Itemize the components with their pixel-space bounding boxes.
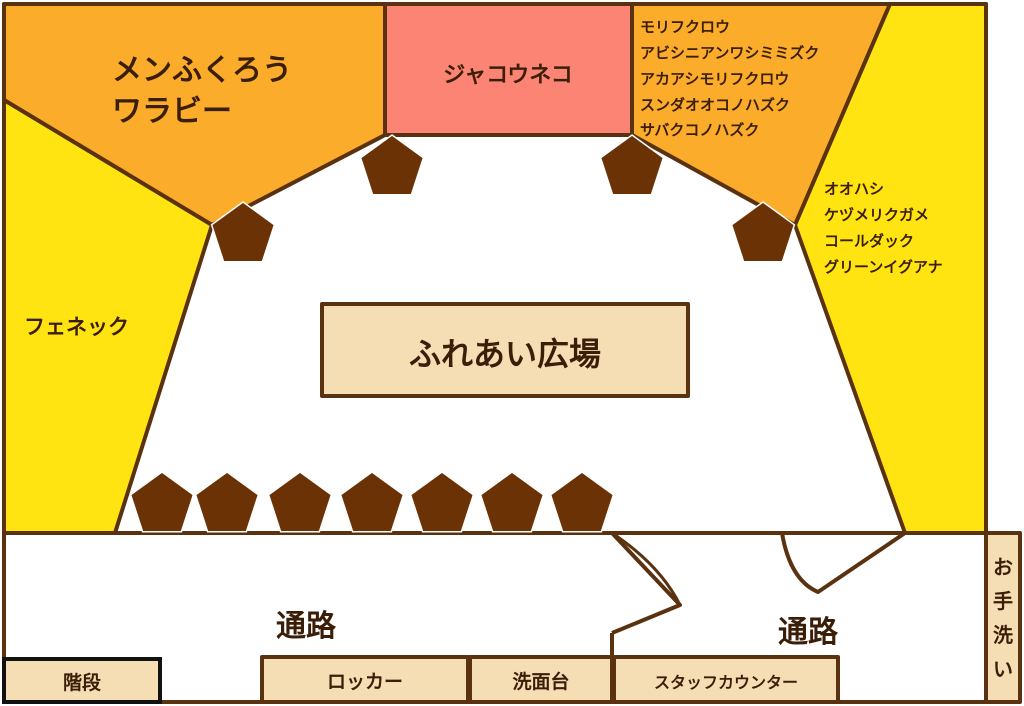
washbasin-label: 洗面台 [512, 670, 569, 693]
area-right-label-2: ケヅメリクガメ [824, 206, 929, 224]
seat-group [129, 134, 796, 533]
plaza-label: ふれあい広場 [409, 335, 601, 373]
area-top-left-label-1: メンふくろう [112, 53, 292, 88]
seat [267, 471, 333, 533]
restroom-label-3: 洗 [993, 623, 1013, 647]
stairs[interactable] [2, 657, 162, 704]
restroom-label-2: 手 [993, 589, 1013, 613]
area-left-label: フェネック [24, 315, 129, 339]
area-top-left-label-2: ワラビー [112, 94, 232, 129]
corridor-left-label: 通路 [276, 609, 337, 644]
corridor-right-label: 通路 [778, 615, 839, 650]
restroom-label-1: お [993, 555, 1013, 579]
seat [599, 134, 665, 196]
seat [339, 471, 405, 533]
seat [359, 134, 425, 196]
seat [409, 471, 475, 533]
lockers-label: ロッカー [327, 671, 403, 693]
plaza-sign[interactable] [320, 302, 690, 398]
seat [479, 471, 545, 533]
seat [549, 471, 615, 533]
area-top-right-label-2: アビシニアンワシミミズク [640, 44, 819, 62]
seat [194, 471, 260, 533]
stairs-label: 階段 [63, 671, 102, 694]
area-top-right-label-4: スンダオオコノハズク [640, 96, 790, 114]
door-right[interactable] [780, 531, 907, 594]
staff-counter-label: スタッフカウンター [654, 673, 798, 692]
area-center-top-label: ジャコウネコ [443, 63, 573, 88]
area-top-right-label-3: アカアシモリフクロウ [640, 70, 789, 88]
area-top-left[interactable] [2, 2, 387, 227]
area-right-label-4: グリーンイグアナ [824, 258, 943, 276]
area-top-right-label-1: モリフクロウ [640, 18, 730, 36]
door-left-arc [611, 531, 682, 606]
area-right-label-3: コールダック [824, 232, 914, 250]
seat [730, 201, 796, 263]
seat [129, 471, 195, 533]
staff-counter[interactable] [612, 655, 840, 704]
restroom-label-4: い [993, 657, 1013, 681]
area-top-right-label-5: サバクコノハズク [640, 121, 759, 139]
seat [210, 201, 276, 263]
restroom[interactable] [984, 531, 1022, 704]
area-right-label-1: オオハシ [824, 180, 884, 198]
